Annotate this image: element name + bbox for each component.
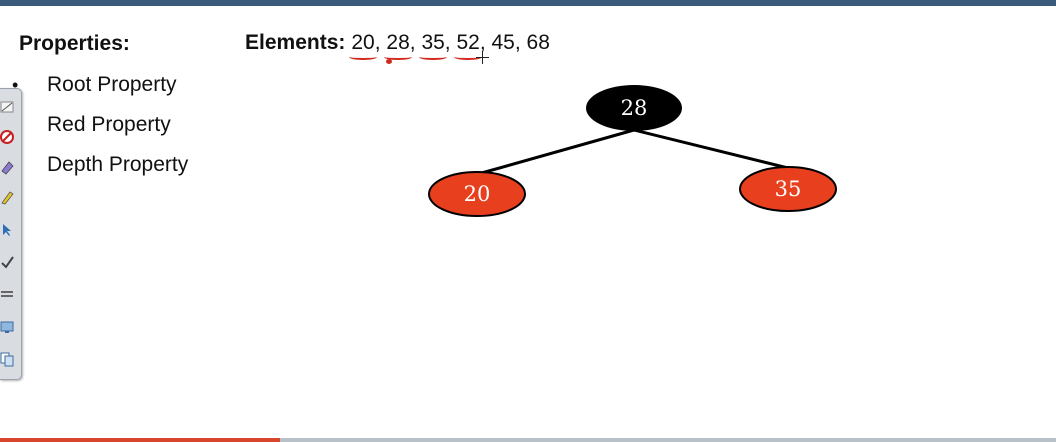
lines-icon[interactable]	[0, 287, 14, 303]
node-root-shape	[586, 85, 682, 131]
edge-root-left	[477, 128, 635, 176]
properties-title: Properties:	[19, 32, 130, 55]
node-right-shape	[739, 166, 837, 212]
annotation-dot	[386, 59, 393, 64]
node-left-label: 20	[464, 182, 491, 206]
property-depth-label: Depth Property	[47, 153, 189, 176]
property-item: • Root Property	[12, 70, 188, 110]
property-root-label: Root Property	[47, 73, 177, 96]
eraser-icon[interactable]	[0, 159, 14, 175]
node-root-label: 28	[621, 96, 648, 120]
no-entry-icon[interactable]	[0, 129, 14, 145]
tree-node-left: 20	[428, 171, 526, 217]
copy-icon[interactable]	[0, 351, 14, 367]
elements-line: Elements:20, 28, 35, 52, 45, 68	[245, 31, 550, 64]
pointer-icon[interactable]	[0, 222, 14, 238]
highlighter-icon[interactable]	[0, 189, 14, 205]
annotation-toolbar	[0, 88, 22, 380]
crosshair-cursor-icon	[476, 51, 489, 64]
property-red-label: Red Property	[47, 113, 171, 136]
node-left-shape	[428, 171, 526, 217]
element-value: 52	[456, 31, 480, 54]
element-value: 68	[526, 31, 550, 54]
element-value: 28	[386, 31, 410, 64]
edge-root-right	[633, 128, 789, 170]
node-right-label: 35	[775, 177, 802, 201]
tree-node-right: 35	[739, 166, 837, 212]
check-icon[interactable]	[0, 254, 14, 270]
bottom-accent	[0, 438, 280, 442]
element-value: 45	[491, 31, 515, 54]
elements-label: Elements:	[245, 31, 346, 54]
bullet-icon: •	[12, 75, 19, 95]
element-value: 20	[351, 31, 375, 54]
bottom-progress-line	[0, 438, 1056, 442]
window-top-bar	[0, 0, 1056, 6]
tree-node-root: 28	[586, 85, 682, 131]
properties-list: •Root Property •Red Property •Depth Prop…	[12, 70, 188, 190]
element-value: 35	[421, 31, 445, 54]
screen-icon[interactable]	[0, 319, 14, 335]
line-tool-icon[interactable]	[0, 99, 14, 115]
